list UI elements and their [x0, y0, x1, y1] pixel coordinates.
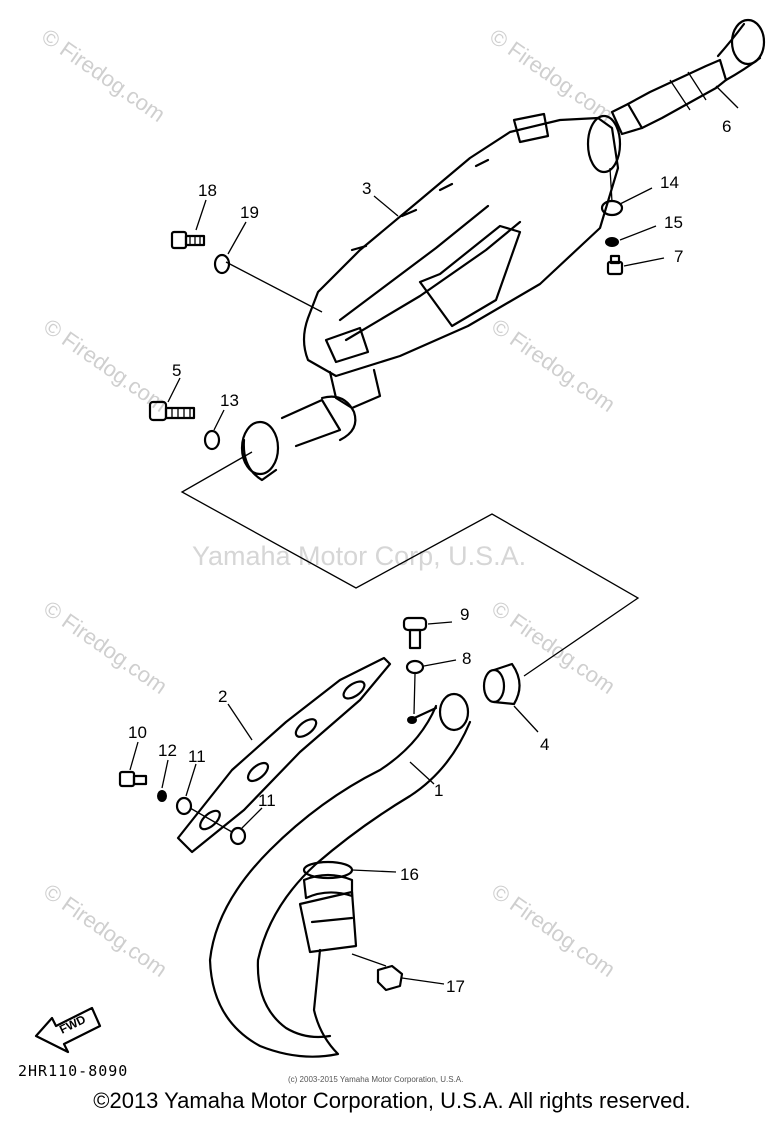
small-copyright: (c) 2003-2015 Yamaha Motor Corporation, …	[288, 1075, 463, 1084]
callout-3: 3	[362, 179, 371, 198]
callout-11-upper: 11	[188, 747, 206, 766]
part-18-bolt	[170, 230, 206, 250]
part-1-exhaust-pipe	[208, 692, 472, 1058]
watermark-low-left: © Firedog.com	[39, 596, 172, 699]
leader-19	[225, 261, 323, 313]
part-15-nut	[605, 237, 619, 247]
part-19-washer	[213, 253, 231, 275]
callout-16: 16	[400, 865, 419, 884]
callout-2: 2	[218, 687, 227, 706]
watermark-bottom-left: © Firedog.com	[39, 879, 172, 982]
footer-copyright: ©2013 Yamaha Motor Corporation, U.S.A. A…	[93, 1088, 691, 1113]
part-11-collar-lower	[229, 826, 247, 846]
watermark-bottom-right: © Firedog.com	[487, 879, 620, 982]
part-7-screw	[606, 254, 624, 276]
callout-18: 18	[198, 181, 217, 200]
callout-7: 7	[674, 247, 683, 266]
watermark-top-right: © Firedog.com	[485, 24, 618, 127]
assembly-reference-lines	[180, 451, 640, 677]
part-2-protector	[176, 656, 392, 854]
callout-12: 12	[158, 741, 177, 760]
watermark-low-right: © Firedog.com	[487, 596, 620, 699]
callout-19: 19	[240, 203, 259, 222]
leader-flange	[351, 953, 387, 967]
part-5-bolt	[148, 400, 196, 422]
callout-9: 9	[460, 605, 469, 624]
callout-13: 13	[220, 391, 239, 410]
part-10-bolt	[118, 770, 148, 788]
callout-4: 4	[540, 735, 549, 754]
callout-14: 14	[660, 173, 679, 192]
part-8-washer	[405, 659, 425, 675]
bolt-axis	[413, 673, 416, 715]
callout-10: 10	[128, 723, 147, 742]
part-12-washer	[157, 790, 167, 802]
fwd-label: FWD	[57, 1012, 88, 1037]
callouts: 6 3 14 15 7 18 19 5 13 9 8 4 1 2 10 12 1…	[128, 117, 731, 996]
part-17-nut	[376, 964, 404, 992]
callout-leaders	[129, 85, 739, 985]
part-6-tail-pipe	[610, 18, 766, 136]
muffler-mount-axis	[609, 167, 613, 203]
callout-17: 17	[446, 977, 465, 996]
watermark-center: Yamaha Motor Corp, U.S.A.	[192, 541, 526, 571]
callout-15: 15	[664, 213, 683, 232]
callout-11-lower: 11	[258, 791, 276, 810]
guard-mount-axis	[189, 807, 233, 833]
watermarks: © Firedog.com © Firedog.com © Firedog.co…	[37, 24, 620, 982]
callout-1: 1	[434, 781, 443, 800]
diagram-code: 2HR110-8090	[18, 1062, 128, 1080]
part-4-gasket	[482, 662, 521, 706]
watermark-top-left: © Firedog.com	[37, 24, 170, 127]
fwd-arrow-icon: FWD	[34, 1006, 102, 1054]
callout-8: 8	[462, 649, 471, 668]
part-11-collar-upper	[175, 796, 193, 816]
callout-6: 6	[722, 117, 731, 136]
part-3-muffler	[240, 112, 622, 482]
part-13-washer	[203, 429, 221, 451]
part-9-bolt	[402, 616, 428, 650]
watermark-mid-right: © Firedog.com	[487, 314, 620, 417]
callout-5: 5	[172, 361, 181, 380]
